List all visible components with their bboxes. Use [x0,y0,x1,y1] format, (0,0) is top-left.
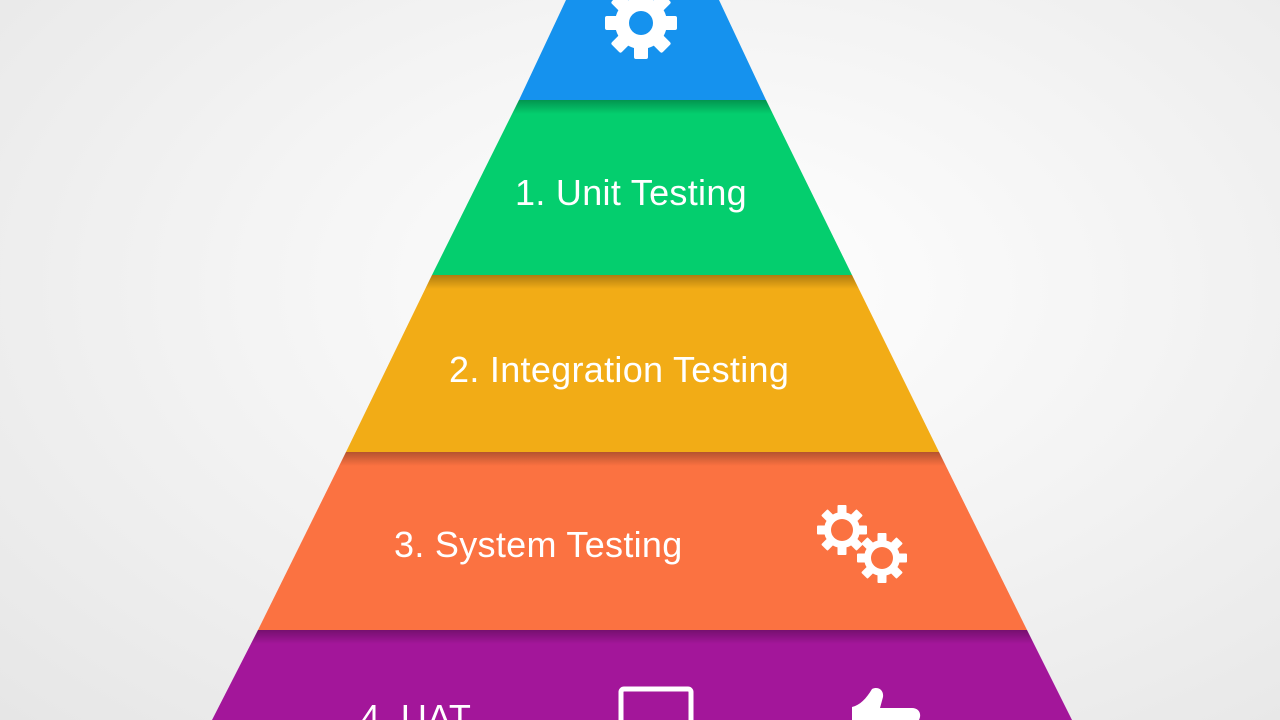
monitor-icon [618,686,694,720]
uat-label: 4. UAT [360,697,472,720]
unit-testing-label: 1. Unit Testing [515,172,747,213]
pyramid-layer-integration-testing [346,275,939,452]
layer-shadow [512,100,773,114]
layer-shadow [339,452,946,466]
layer-shadow [425,275,859,289]
pyramid-layer-unit-testing [432,100,852,275]
layer-shadow [251,630,1034,644]
pyramid-layer-uat [212,630,1072,720]
thumbs-up-icon [852,687,921,720]
gears-icon [817,505,907,583]
gear-icon [605,0,677,59]
system-testing-label: 3. System Testing [394,524,683,565]
integration-testing-label: 2. Integration Testing [449,349,790,390]
pyramid-layer-system-testing [258,452,1027,630]
